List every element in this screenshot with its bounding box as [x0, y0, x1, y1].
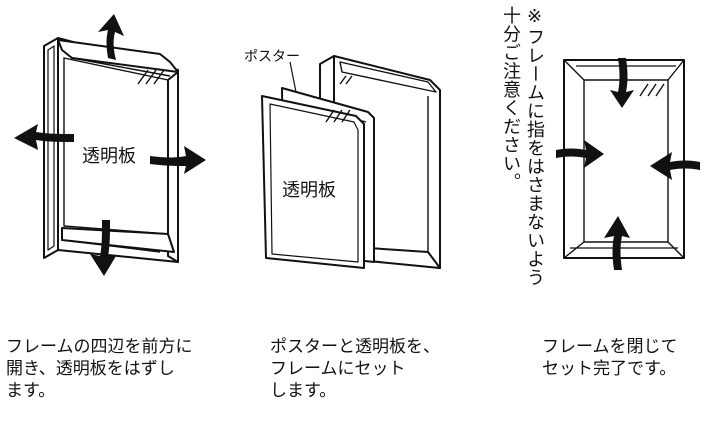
caution-line-1: ※フレームに指をはさまないよう [524, 6, 545, 287]
close-arrows [556, 58, 700, 270]
open-arrows [14, 14, 206, 276]
poster-label: ポスター [244, 49, 300, 65]
panel1-board-label: 透明板 [82, 146, 136, 167]
caution-note: ※フレームに指をはさまないよう 十分ご注意ください。 [498, 6, 546, 306]
step1-caption: フレームの四辺を前方に 開き、透明板をはずし ます。 [6, 337, 193, 401]
step2-caption: ポスターと透明板を、 フレームにセット します。 [270, 337, 440, 401]
frame-with-poster-drawing [261, 55, 441, 269]
open-frame-drawing [43, 37, 179, 263]
caution-line-2: 十分ご注意ください。 [500, 6, 521, 191]
panel2-board-label: 透明板 [282, 180, 336, 201]
step3-caption: フレームを閉じて セット完了です。 [542, 337, 678, 379]
